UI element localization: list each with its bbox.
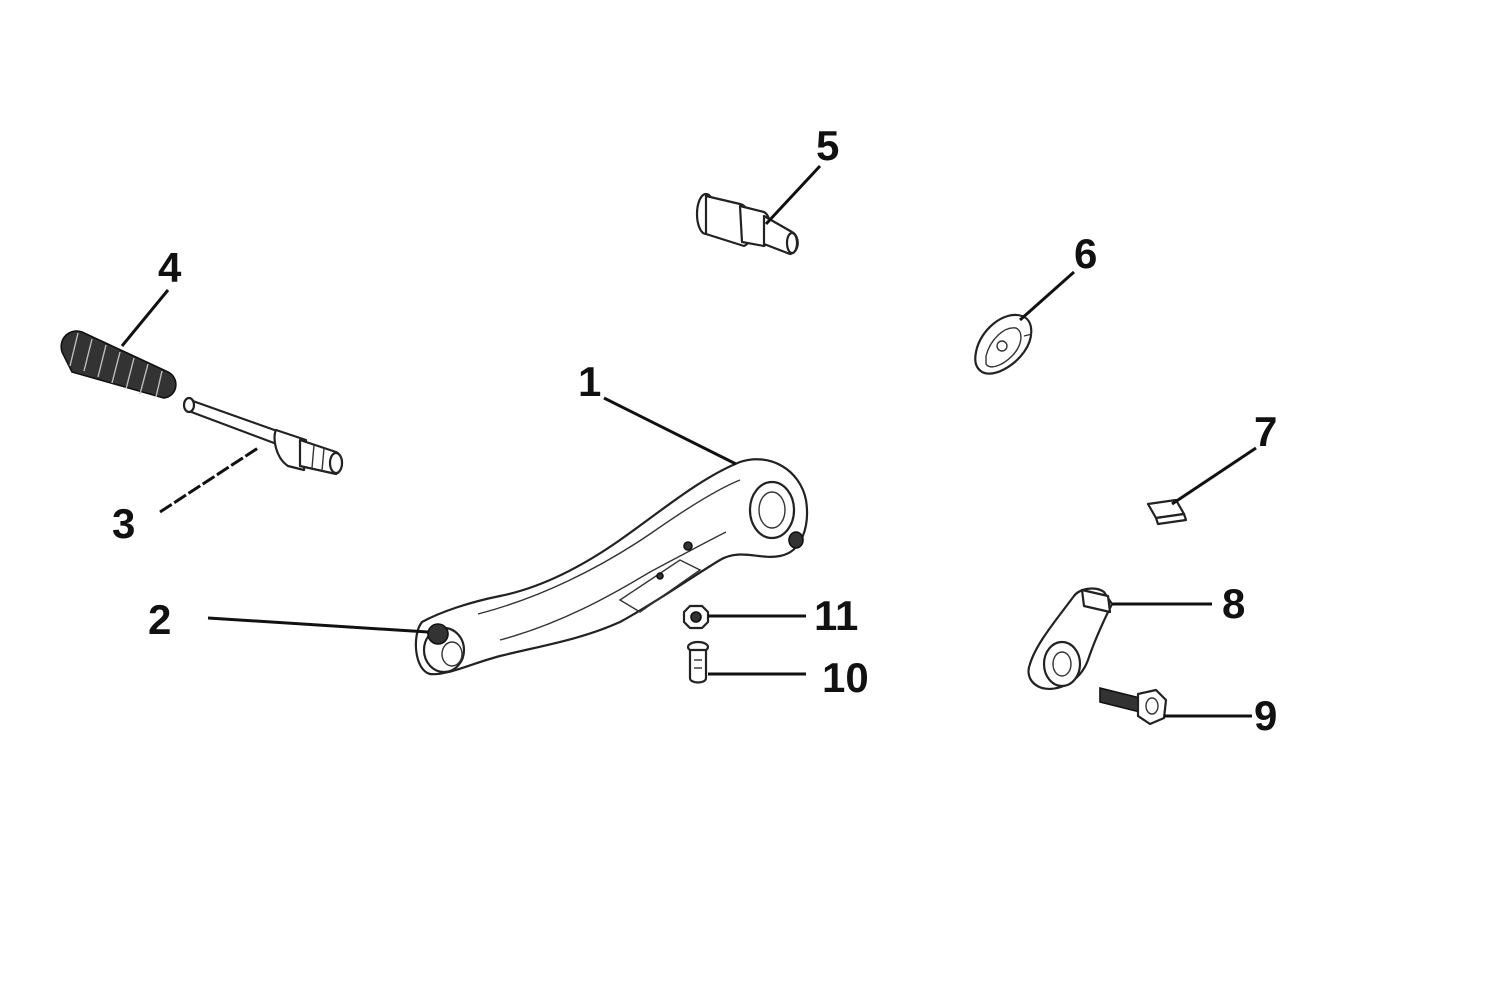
callout-8: 8 — [1222, 580, 1245, 627]
leader-1 — [603, 396, 737, 466]
part-4-footpeg-rubber — [60, 330, 177, 399]
callout-labels: 1 2 3 4 5 6 7 8 9 10 11 — [112, 122, 1277, 739]
callout-5: 5 — [816, 122, 839, 169]
leader-lines — [120, 164, 1257, 718]
part-3-footpeg-shaft — [182, 396, 344, 476]
leader-3 — [159, 446, 259, 514]
callout-1: 1 — [578, 358, 601, 405]
callout-4: 4 — [158, 244, 182, 291]
part-1-brake-lever — [414, 458, 808, 676]
part-10-bolt — [686, 640, 710, 684]
leader-2 — [207, 616, 429, 634]
leader-5 — [764, 164, 822, 226]
part-2-lever-end-fastener — [427, 623, 449, 645]
callout-2: 2 — [148, 596, 171, 643]
callout-3: 3 — [112, 500, 135, 547]
leader-7 — [1171, 446, 1257, 506]
part-11-nut — [682, 604, 710, 630]
leader-4 — [120, 289, 170, 347]
part-8-linkage-arm — [1027, 587, 1114, 690]
leader-6 — [1019, 270, 1075, 322]
callout-7: 7 — [1254, 408, 1277, 455]
part-7-key-pin — [1146, 498, 1188, 526]
callout-11: 11 — [814, 592, 858, 639]
callout-10: 10 — [822, 654, 869, 701]
part-9-threaded-bolt — [1099, 686, 1168, 726]
part-5-pivot-bolt — [695, 192, 799, 256]
part-6-washer-plate — [974, 313, 1033, 375]
callout-6: 6 — [1074, 230, 1097, 277]
callout-9: 9 — [1254, 692, 1277, 739]
